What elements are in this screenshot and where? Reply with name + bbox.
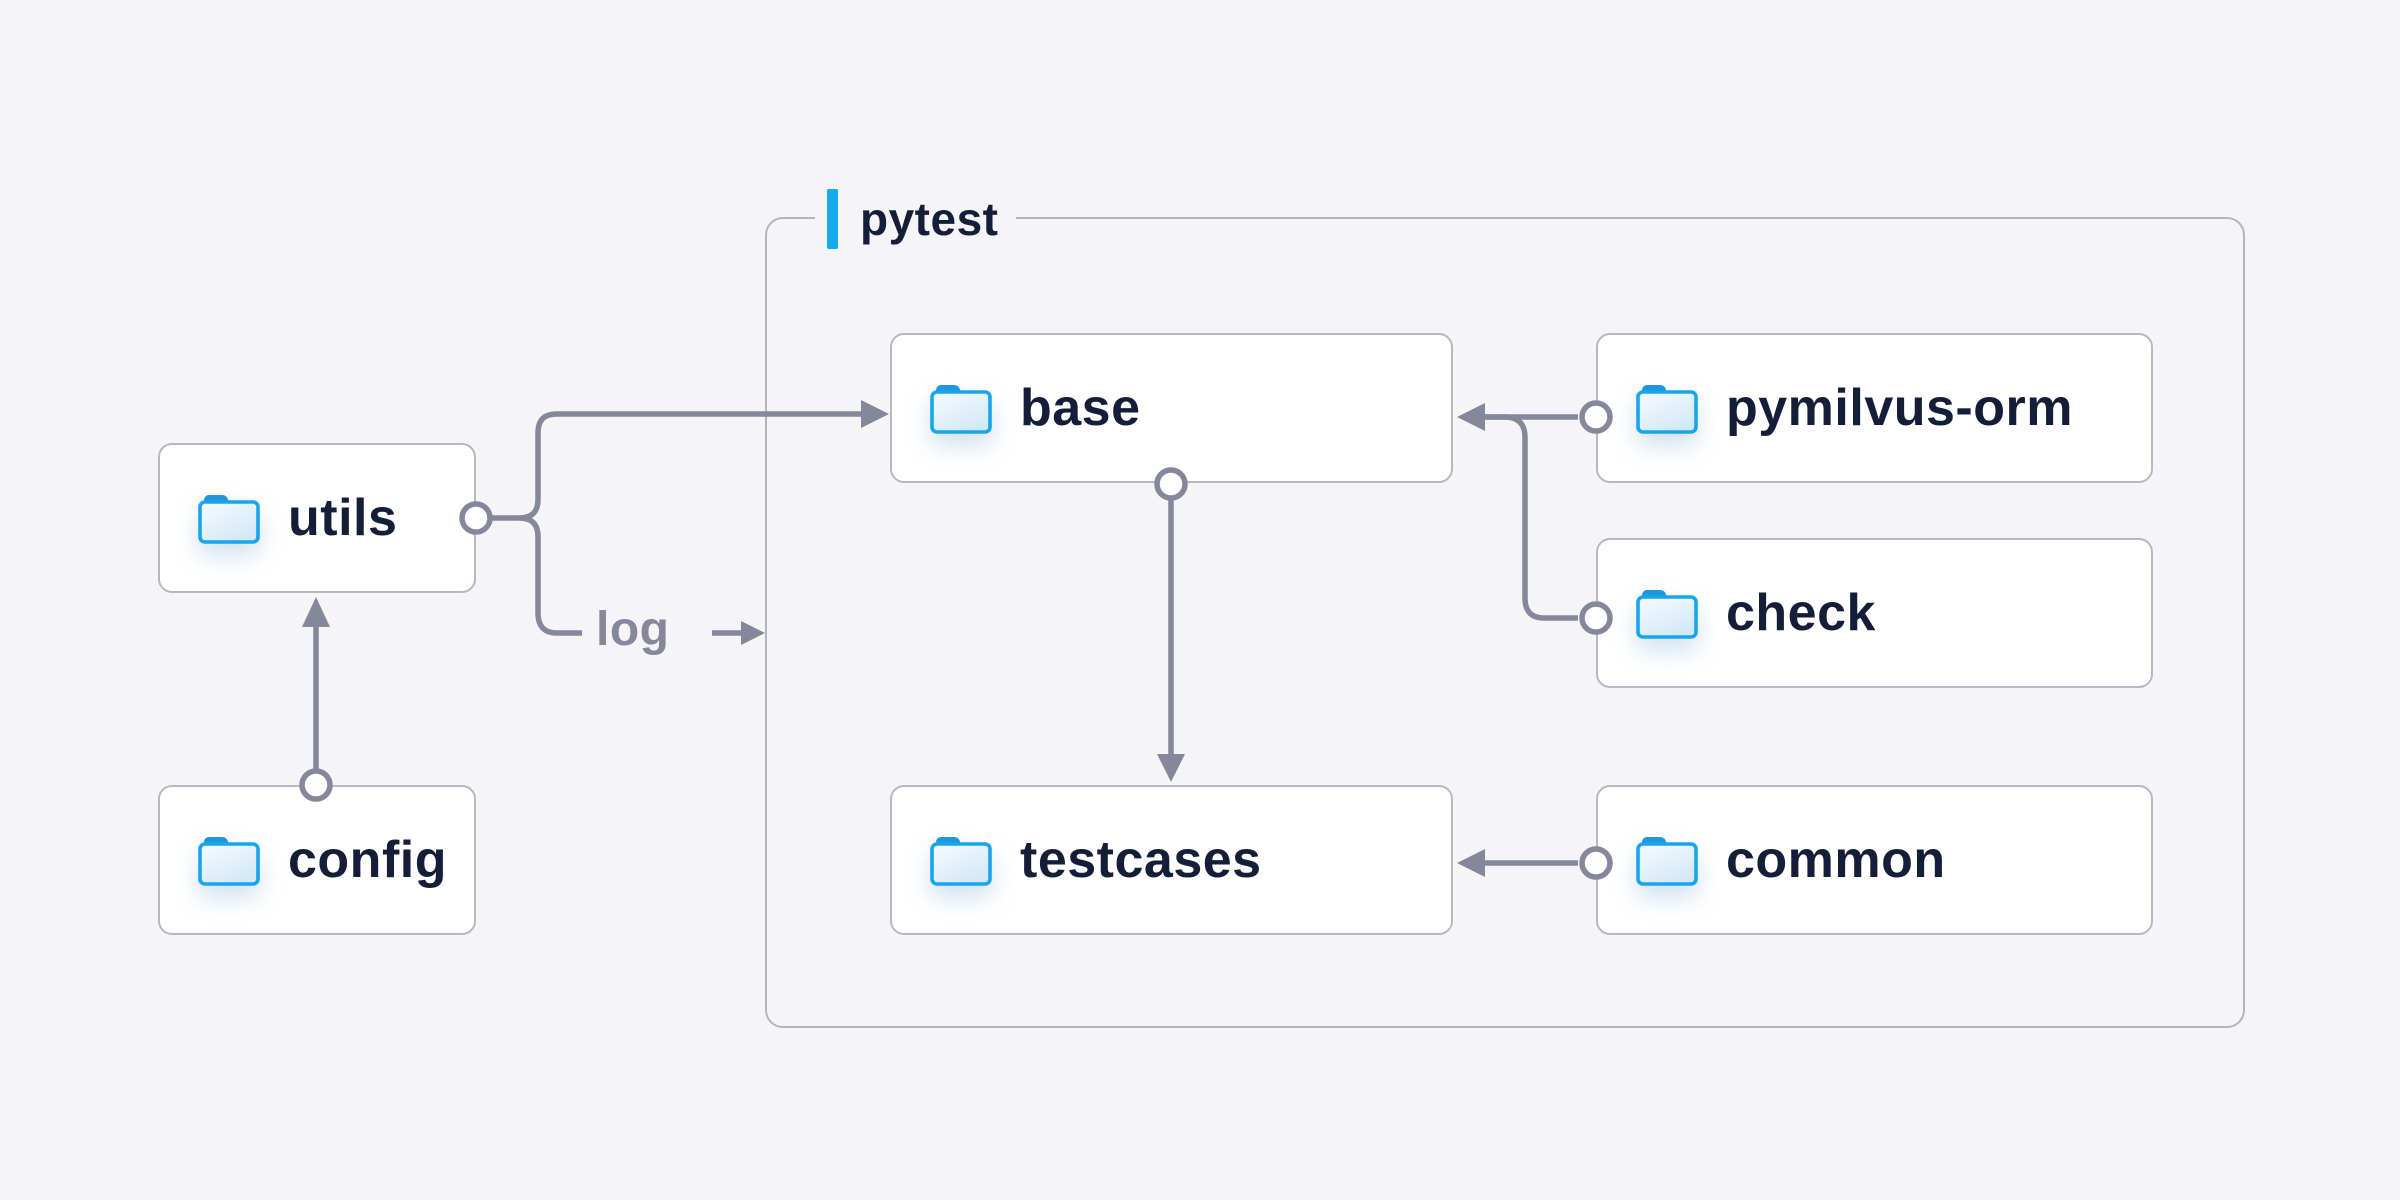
group-title: pytest — [860, 193, 999, 245]
node-common[interactable]: common — [1596, 785, 2153, 935]
arrowhead-right-log — [741, 621, 765, 645]
folder-icon — [1636, 836, 1698, 886]
folder-icon — [930, 836, 992, 886]
folder-icon — [930, 384, 992, 434]
node-pymilvus-orm[interactable]: pymilvus-orm — [1596, 333, 2153, 483]
pytest-group-label: pytest — [815, 186, 1017, 252]
edge-utils-log — [518, 515, 582, 636]
arrowhead-up-utils — [302, 597, 330, 627]
node-check[interactable]: check — [1596, 538, 2153, 688]
edge-label-log: log — [596, 603, 670, 656]
node-testcases[interactable]: testcases — [890, 785, 1453, 935]
folder-icon — [1636, 384, 1698, 434]
folder-icon — [1636, 589, 1698, 639]
node-label: common — [1726, 831, 1946, 889]
node-label: check — [1726, 584, 1876, 642]
node-label: utils — [288, 489, 398, 547]
node-label: base — [1020, 379, 1141, 437]
folder-icon — [198, 494, 260, 544]
accent-bar — [827, 189, 838, 249]
node-label: config — [288, 831, 447, 889]
node-base[interactable]: base — [890, 333, 1453, 483]
node-config[interactable]: config — [158, 785, 476, 935]
node-label: pymilvus-orm — [1726, 379, 2073, 437]
node-utils[interactable]: utils — [158, 443, 476, 593]
pytest-group-container: pytest — [765, 186, 2245, 1028]
folder-icon — [198, 836, 260, 886]
node-label: testcases — [1020, 831, 1262, 889]
